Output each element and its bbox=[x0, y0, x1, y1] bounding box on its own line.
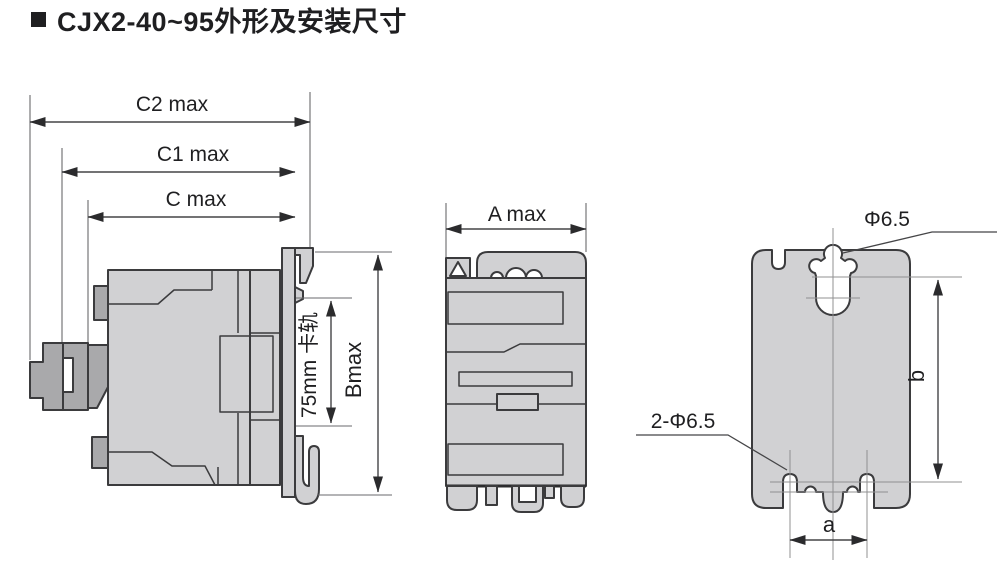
foot-tab-2 bbox=[544, 485, 555, 499]
din-rail-clip bbox=[294, 435, 320, 505]
top-hook bbox=[294, 247, 314, 284]
bottom-holes-leader-line bbox=[636, 434, 788, 471]
head-bump-1 bbox=[490, 271, 504, 279]
front-step-line bbox=[446, 343, 586, 353]
dim-a-label: a bbox=[823, 512, 836, 537]
side-view: C2 max C1 max C max 75mm 卡轨 bbox=[29, 92, 392, 505]
front-view: A max bbox=[445, 203, 587, 513]
foot-tab-1 bbox=[485, 485, 498, 506]
front-label-recess-top bbox=[447, 291, 564, 325]
front-latch-tab bbox=[496, 393, 539, 411]
side-body-right-column bbox=[249, 269, 281, 486]
page-title-text: CJX2-40~95外形及安装尺寸 bbox=[57, 7, 407, 37]
terminal-clamp-outer bbox=[29, 342, 64, 411]
side-body-window bbox=[219, 335, 274, 413]
dim-bmax-label: Bmax bbox=[341, 342, 366, 398]
dim-c1-label: C1 max bbox=[157, 143, 230, 166]
dim-bottom-holes-label: 2-Φ6.5 bbox=[651, 410, 716, 433]
dim-b-label: b bbox=[904, 370, 929, 382]
side-aux-block-top bbox=[93, 285, 109, 321]
mounting-view: Φ6.5 2-Φ6.5 b a bbox=[636, 208, 997, 560]
indicator-triangle bbox=[449, 261, 467, 277]
page-title: CJX2-40~95外形及安装尺寸 bbox=[31, 7, 407, 37]
front-label-recess-bottom bbox=[447, 443, 564, 476]
foot-center-notch bbox=[518, 485, 537, 503]
dim-amax-label: A max bbox=[488, 203, 547, 226]
dim-rail-label: 75mm 卡轨 bbox=[298, 312, 321, 418]
mounting-back-plate bbox=[281, 247, 296, 498]
foot-left bbox=[446, 485, 478, 511]
dim-top-hole-label: Φ6.5 bbox=[864, 208, 910, 231]
front-slot bbox=[458, 371, 573, 387]
terminal-clamp-inner bbox=[62, 342, 89, 411]
foot-right bbox=[560, 485, 585, 508]
front-body bbox=[445, 277, 587, 487]
head-bump-3 bbox=[525, 269, 543, 279]
side-body-bottom-chamfer bbox=[108, 451, 216, 486]
terminal-spacer bbox=[87, 344, 109, 409]
side-body-top-chamfer bbox=[108, 289, 212, 305]
dim-c2-label: C2 max bbox=[136, 93, 209, 116]
side-aux-block-bottom bbox=[91, 436, 109, 469]
dim-c-label: C max bbox=[166, 188, 227, 211]
front-head bbox=[476, 251, 587, 279]
title-bullet-icon bbox=[31, 12, 46, 27]
top-hole-leader-line bbox=[842, 231, 997, 254]
rail-stop-bump bbox=[294, 286, 304, 304]
